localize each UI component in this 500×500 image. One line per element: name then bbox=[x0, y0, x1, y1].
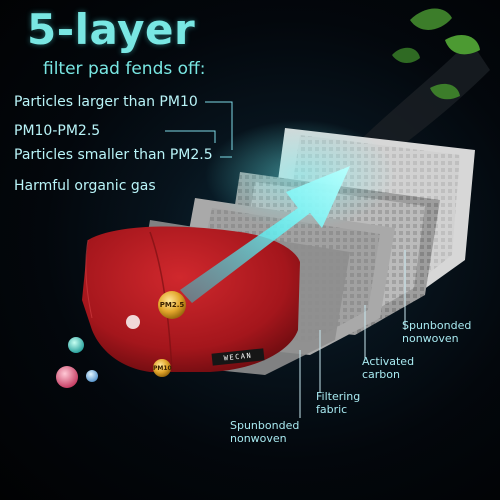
particle-label-pm10-pm25: PM10-PM2.5 bbox=[14, 123, 101, 139]
pm10-badge: PM10 bbox=[153, 365, 172, 372]
virus-pink bbox=[56, 366, 78, 388]
layer-label-spunbonded-outer: Spunbonded nonwoven bbox=[402, 319, 471, 345]
layer-label-line: Spunbonded bbox=[230, 419, 300, 432]
airflow-arrow bbox=[180, 120, 395, 303]
particle-label-pm25-minus: Particles smaller than PM2.5 bbox=[14, 147, 213, 163]
page-title: 5-layer bbox=[27, 5, 196, 54]
layer-label-line: nonwoven bbox=[230, 432, 287, 445]
pm25-particle bbox=[158, 291, 186, 319]
virus-blue bbox=[86, 370, 98, 382]
layer-label-line: nonwoven bbox=[402, 332, 459, 345]
layer-callout-lines bbox=[299, 250, 406, 418]
layer-label-line: Spunbonded bbox=[402, 319, 472, 332]
layer-label-line: Activated bbox=[362, 355, 415, 368]
particle-label-pm10-plus: Particles larger than PM10 bbox=[14, 94, 198, 110]
leaf-smoke-decoration bbox=[350, 8, 490, 170]
white-particle bbox=[126, 315, 140, 329]
layer-label-line: fabric bbox=[316, 403, 348, 416]
layer-label-line: carbon bbox=[362, 368, 400, 381]
pm10-particle bbox=[153, 359, 171, 377]
pm-particles bbox=[126, 291, 186, 377]
virus-teal bbox=[68, 337, 84, 353]
layer-label-activated-carbon: Activated carbon bbox=[362, 355, 414, 381]
layer-label-line: Filtering bbox=[316, 390, 361, 403]
layer-label-spunbonded-inner: Spunbonded nonwoven bbox=[230, 419, 299, 445]
virus-particles bbox=[56, 337, 98, 388]
pm25-badge: PM2.5 bbox=[159, 301, 185, 309]
particle-label-organic-gas: Harmful organic gas bbox=[14, 178, 156, 194]
page-subtitle: filter pad fends off: bbox=[43, 59, 206, 79]
layer-label-filtering-fabric: Filtering fabric bbox=[316, 390, 360, 416]
